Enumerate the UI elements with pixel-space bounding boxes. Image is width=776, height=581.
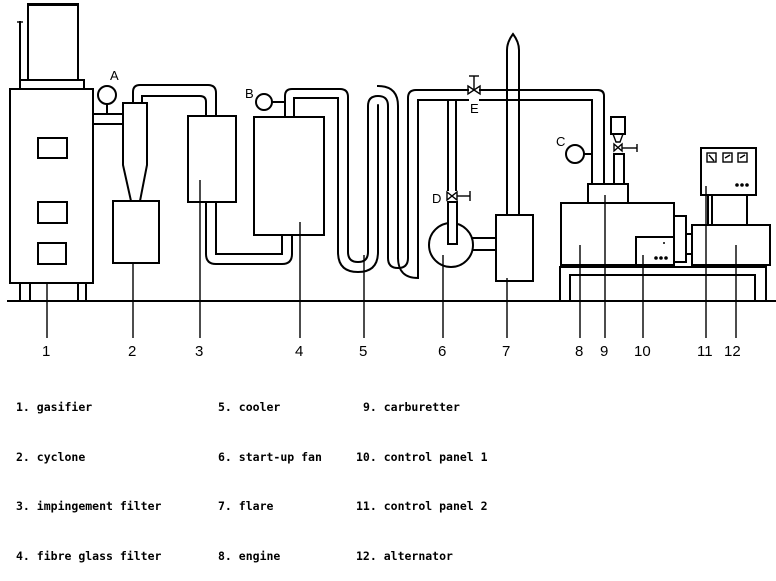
label-1: 1 [42, 343, 50, 360]
control-panel-2 [700, 147, 757, 226]
legend-item: 2. cyclone [16, 449, 86, 464]
label-11: 11 [697, 343, 713, 360]
legend-column-1: 1. gasifier 2. cyclone 3. impingement fi… [16, 366, 161, 581]
label-4: 4 [295, 343, 303, 360]
cyclone-bin [112, 200, 160, 264]
legend-item: 3. impingement filter [16, 499, 162, 513]
point-d-label: D [432, 191, 441, 206]
legend-item: 4. fibre glass filter [16, 548, 162, 563]
impingement-filter [187, 115, 237, 203]
gauge-c [565, 144, 585, 164]
label-6: 6 [438, 343, 446, 360]
label-12: 12 [724, 343, 741, 360]
point-a-label: A [110, 68, 119, 83]
flow-diagram: 1 2 3 4 5 6 7 8 9 10 11 12 A B C D E [7, 3, 776, 360]
legend-item: 12. alternator [356, 548, 453, 563]
gasifier-port [37, 137, 68, 159]
air-filter [610, 116, 626, 135]
legend-item: 9. carburetter [362, 400, 460, 414]
cyclone [112, 102, 160, 264]
label-5: 5 [359, 343, 367, 360]
base-frame [559, 266, 767, 302]
carburetter [587, 183, 629, 204]
valve-d [446, 190, 458, 202]
legend-item: 10. control panel 1 [356, 449, 488, 464]
legend-column-2: 5. cooler 6. start-up fan 7. flare 8. en… [218, 366, 322, 581]
valve-e [467, 84, 481, 96]
label-8: 8 [575, 343, 583, 360]
gasifier [9, 3, 94, 302]
legend-item: 7. flare [218, 499, 274, 513]
legend-item: 1. gasifier [16, 400, 93, 414]
fibre-glass-filter [253, 116, 325, 236]
label-3: 3 [195, 343, 203, 360]
gasifier-port [37, 201, 68, 224]
label-10: 10 [634, 343, 651, 360]
legend-item: 11. control panel 2 [356, 499, 488, 513]
point-b-label: B [245, 86, 254, 101]
legend-item: 6. start-up fan [218, 449, 322, 464]
point-e-label: E [470, 101, 479, 116]
legend-column-3: 9. carburetter 10. control panel 1 11. c… [356, 366, 488, 581]
control-panel-1 [635, 236, 675, 266]
gasifier-hopper [27, 4, 79, 81]
label-7: 7 [502, 343, 510, 360]
alternator [691, 224, 771, 266]
flare-stack [506, 32, 520, 216]
gauge-b [255, 93, 273, 111]
label-9: 9 [600, 343, 608, 360]
gauge-a [97, 85, 117, 105]
flare [495, 214, 534, 282]
gasifier-port [37, 242, 67, 265]
legend-item: 5. cooler [218, 400, 281, 414]
legend-item: 8. engine [218, 548, 281, 563]
point-c-label: C [556, 134, 565, 149]
label-2: 2 [128, 343, 136, 360]
